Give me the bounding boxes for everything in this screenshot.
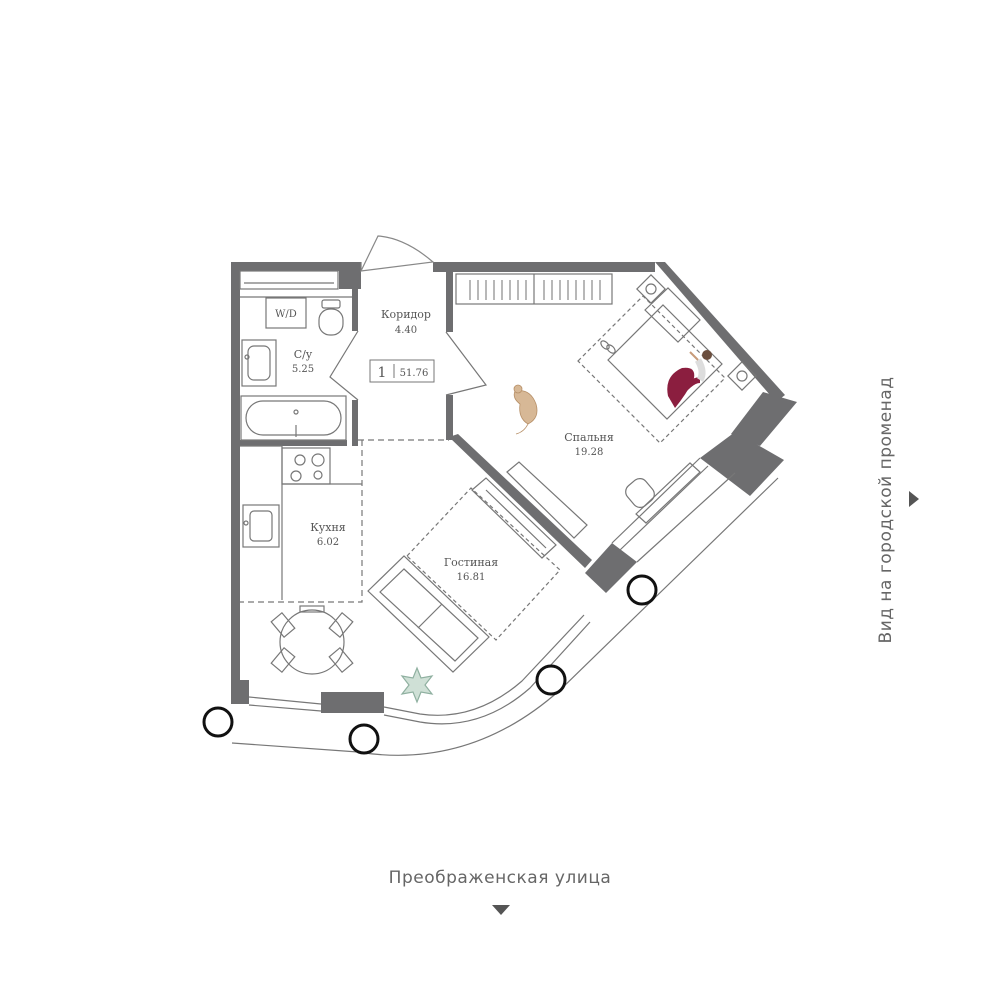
corridor-name: Коридор [381,308,431,321]
living-area: 16.81 [457,572,486,583]
apartment-rooms: 1 [378,365,387,381]
bathroom-area: 5.25 [292,364,314,375]
kitchen-fixtures [242,447,354,675]
living-name: Гостиная [444,556,498,569]
apartment-area: 51.76 [400,368,429,379]
apartment-badge: 1 51.76 [369,359,435,383]
kitchen-name: Кухня [310,521,346,534]
bathroom-fixtures: W/D [240,297,347,441]
room-labels: Коридор 4.40 С/у 5.25 Спальня 19.28 Кухн… [292,308,614,583]
bedroom-area: 19.28 [575,447,604,458]
pet-figure [513,384,538,435]
columns [202,574,658,755]
view-arrow-icon [909,491,919,507]
dining-table [279,609,345,675]
street-arrow-icon [492,905,510,915]
bedroom-name: Спальня [564,431,614,444]
walls [231,262,797,713]
corridor-area: 4.40 [395,325,417,336]
view-label: Вид на городской променад [876,376,896,644]
living-fixtures [367,477,561,704]
person-figure [667,350,712,408]
bathroom-name: С/у [294,348,313,361]
interior-lines [231,235,779,756]
kitchen-area: 6.02 [317,537,339,548]
plant [400,666,434,704]
street-label: Преображенская улица [388,868,612,888]
bedroom-fixtures [455,273,757,539]
washer-dryer-label: W/D [275,309,297,320]
washer-dryer [265,297,307,329]
